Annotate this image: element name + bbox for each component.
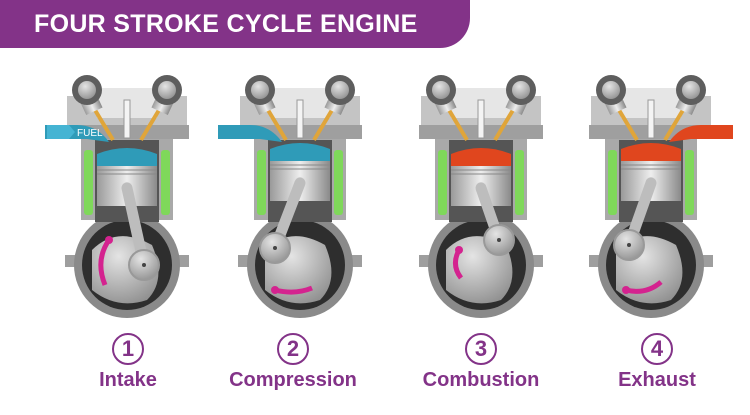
engine-intake: FUEL	[45, 75, 189, 318]
fuel-label: FUEL	[77, 128, 103, 139]
intake-valve-stem	[90, 103, 115, 142]
step-label: Intake	[99, 369, 157, 391]
coolant-jacket	[685, 150, 694, 215]
combustion-charge	[451, 148, 511, 166]
coolant-jacket	[438, 150, 447, 215]
exhaust-flow-arrow	[669, 125, 733, 142]
crank-pin-center	[142, 263, 146, 267]
intake-flow-arrow	[218, 125, 282, 142]
spark-plug-icon	[123, 99, 131, 139]
engine-compression	[218, 75, 362, 318]
step-intake: 1 Intake	[28, 333, 228, 392]
step-label: Compression	[229, 369, 357, 391]
exhaust-valve-stem	[663, 103, 688, 142]
coolant-jacket	[161, 150, 170, 215]
page-title: FOUR STROKE CYCLE ENGINE	[34, 10, 418, 38]
camshaft-icon	[432, 81, 450, 99]
rotation-arrowhead	[105, 236, 113, 244]
combustion-charge	[621, 143, 681, 161]
coolant-jacket	[608, 150, 617, 215]
step-combustion: 3 Combustion	[381, 333, 581, 392]
intake-valve-stem	[614, 103, 639, 142]
step-number: 3	[465, 333, 497, 365]
exhaust-valve-stem	[493, 103, 518, 142]
step-exhaust: 4 Exhaust	[557, 333, 750, 392]
combustion-charge	[270, 143, 330, 161]
crank-pin-center	[273, 246, 277, 250]
camshaft-icon	[682, 81, 700, 99]
camshaft-icon	[602, 81, 620, 99]
exhaust-valve-stem	[139, 103, 164, 142]
crank-pin-center	[627, 243, 631, 247]
step-number: 2	[277, 333, 309, 365]
intake-valve-stem	[263, 103, 288, 142]
engine-diagrams: FUEL	[45, 75, 733, 318]
rotation-arrowhead	[455, 246, 463, 254]
rotation-arrowhead	[622, 286, 630, 294]
step-label: Exhaust	[618, 369, 696, 391]
intake-valve-stem	[444, 103, 469, 142]
step-compression: 2 Compression	[193, 333, 393, 392]
spark-plug-icon	[647, 99, 655, 139]
coolant-jacket	[515, 150, 524, 215]
step-label: Combustion	[422, 369, 540, 391]
step-number: 4	[641, 333, 673, 365]
crank-pin-center	[497, 238, 501, 242]
camshaft-icon	[251, 81, 269, 99]
coolant-jacket	[84, 150, 93, 215]
camshaft-icon	[331, 81, 349, 99]
camshaft-icon	[158, 81, 176, 99]
title-banner: FOUR STROKE CYCLE ENGINE	[0, 0, 470, 48]
camshaft-icon	[78, 81, 96, 99]
coolant-jacket	[334, 150, 343, 215]
exhaust-valve-stem	[312, 103, 337, 142]
spark-plug-icon	[477, 99, 485, 139]
rotation-arrowhead	[271, 286, 279, 294]
step-number: 1	[112, 333, 144, 365]
combustion-charge	[97, 148, 157, 166]
spark-plug-icon	[296, 99, 304, 139]
fuel-arrow-icon	[47, 125, 75, 139]
engine-combustion	[419, 75, 543, 318]
camshaft-icon	[512, 81, 530, 99]
coolant-jacket	[257, 150, 266, 215]
engine-exhaust	[589, 75, 733, 318]
